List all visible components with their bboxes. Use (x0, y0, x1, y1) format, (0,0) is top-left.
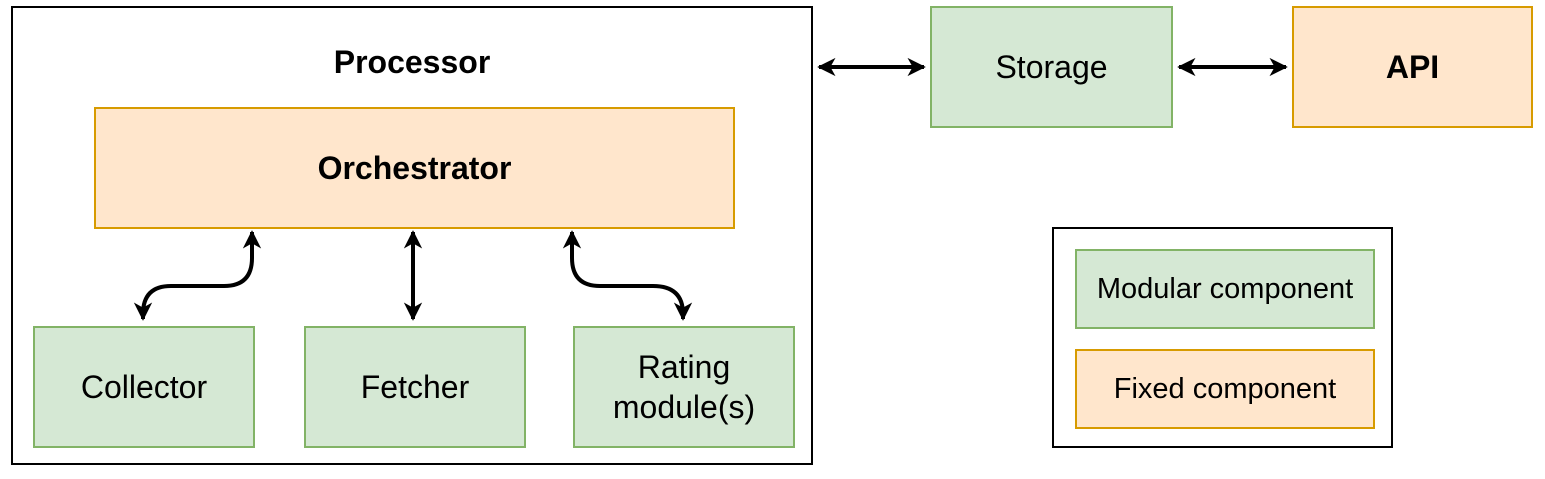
collector-node: Collector (33, 326, 255, 448)
rating-module-label: Rating module(s) (612, 349, 756, 425)
legend-item-modular: Modular component (1075, 249, 1375, 329)
rating-module-node: Rating module(s) (573, 326, 795, 448)
api-label: API (1385, 49, 1440, 85)
legend-modular-label: Modular component (1096, 272, 1354, 305)
orchestrator-label: Orchestrator (317, 150, 512, 186)
legend: Modular component Fixed component (1052, 227, 1393, 448)
storage-node: Storage (930, 6, 1173, 128)
collector-label: Collector (80, 369, 208, 405)
storage-label: Storage (995, 49, 1108, 85)
fetcher-node: Fetcher (304, 326, 526, 448)
processor-container: Processor Orchestrator Collector Fetcher… (11, 6, 813, 465)
api-node: API (1292, 6, 1533, 128)
fetcher-label: Fetcher (360, 369, 470, 405)
legend-item-fixed: Fixed component (1075, 349, 1375, 429)
processor-title: Processor (333, 44, 491, 80)
orchestrator-node: Orchestrator (94, 107, 735, 229)
legend-fixed-label: Fixed component (1113, 372, 1337, 405)
